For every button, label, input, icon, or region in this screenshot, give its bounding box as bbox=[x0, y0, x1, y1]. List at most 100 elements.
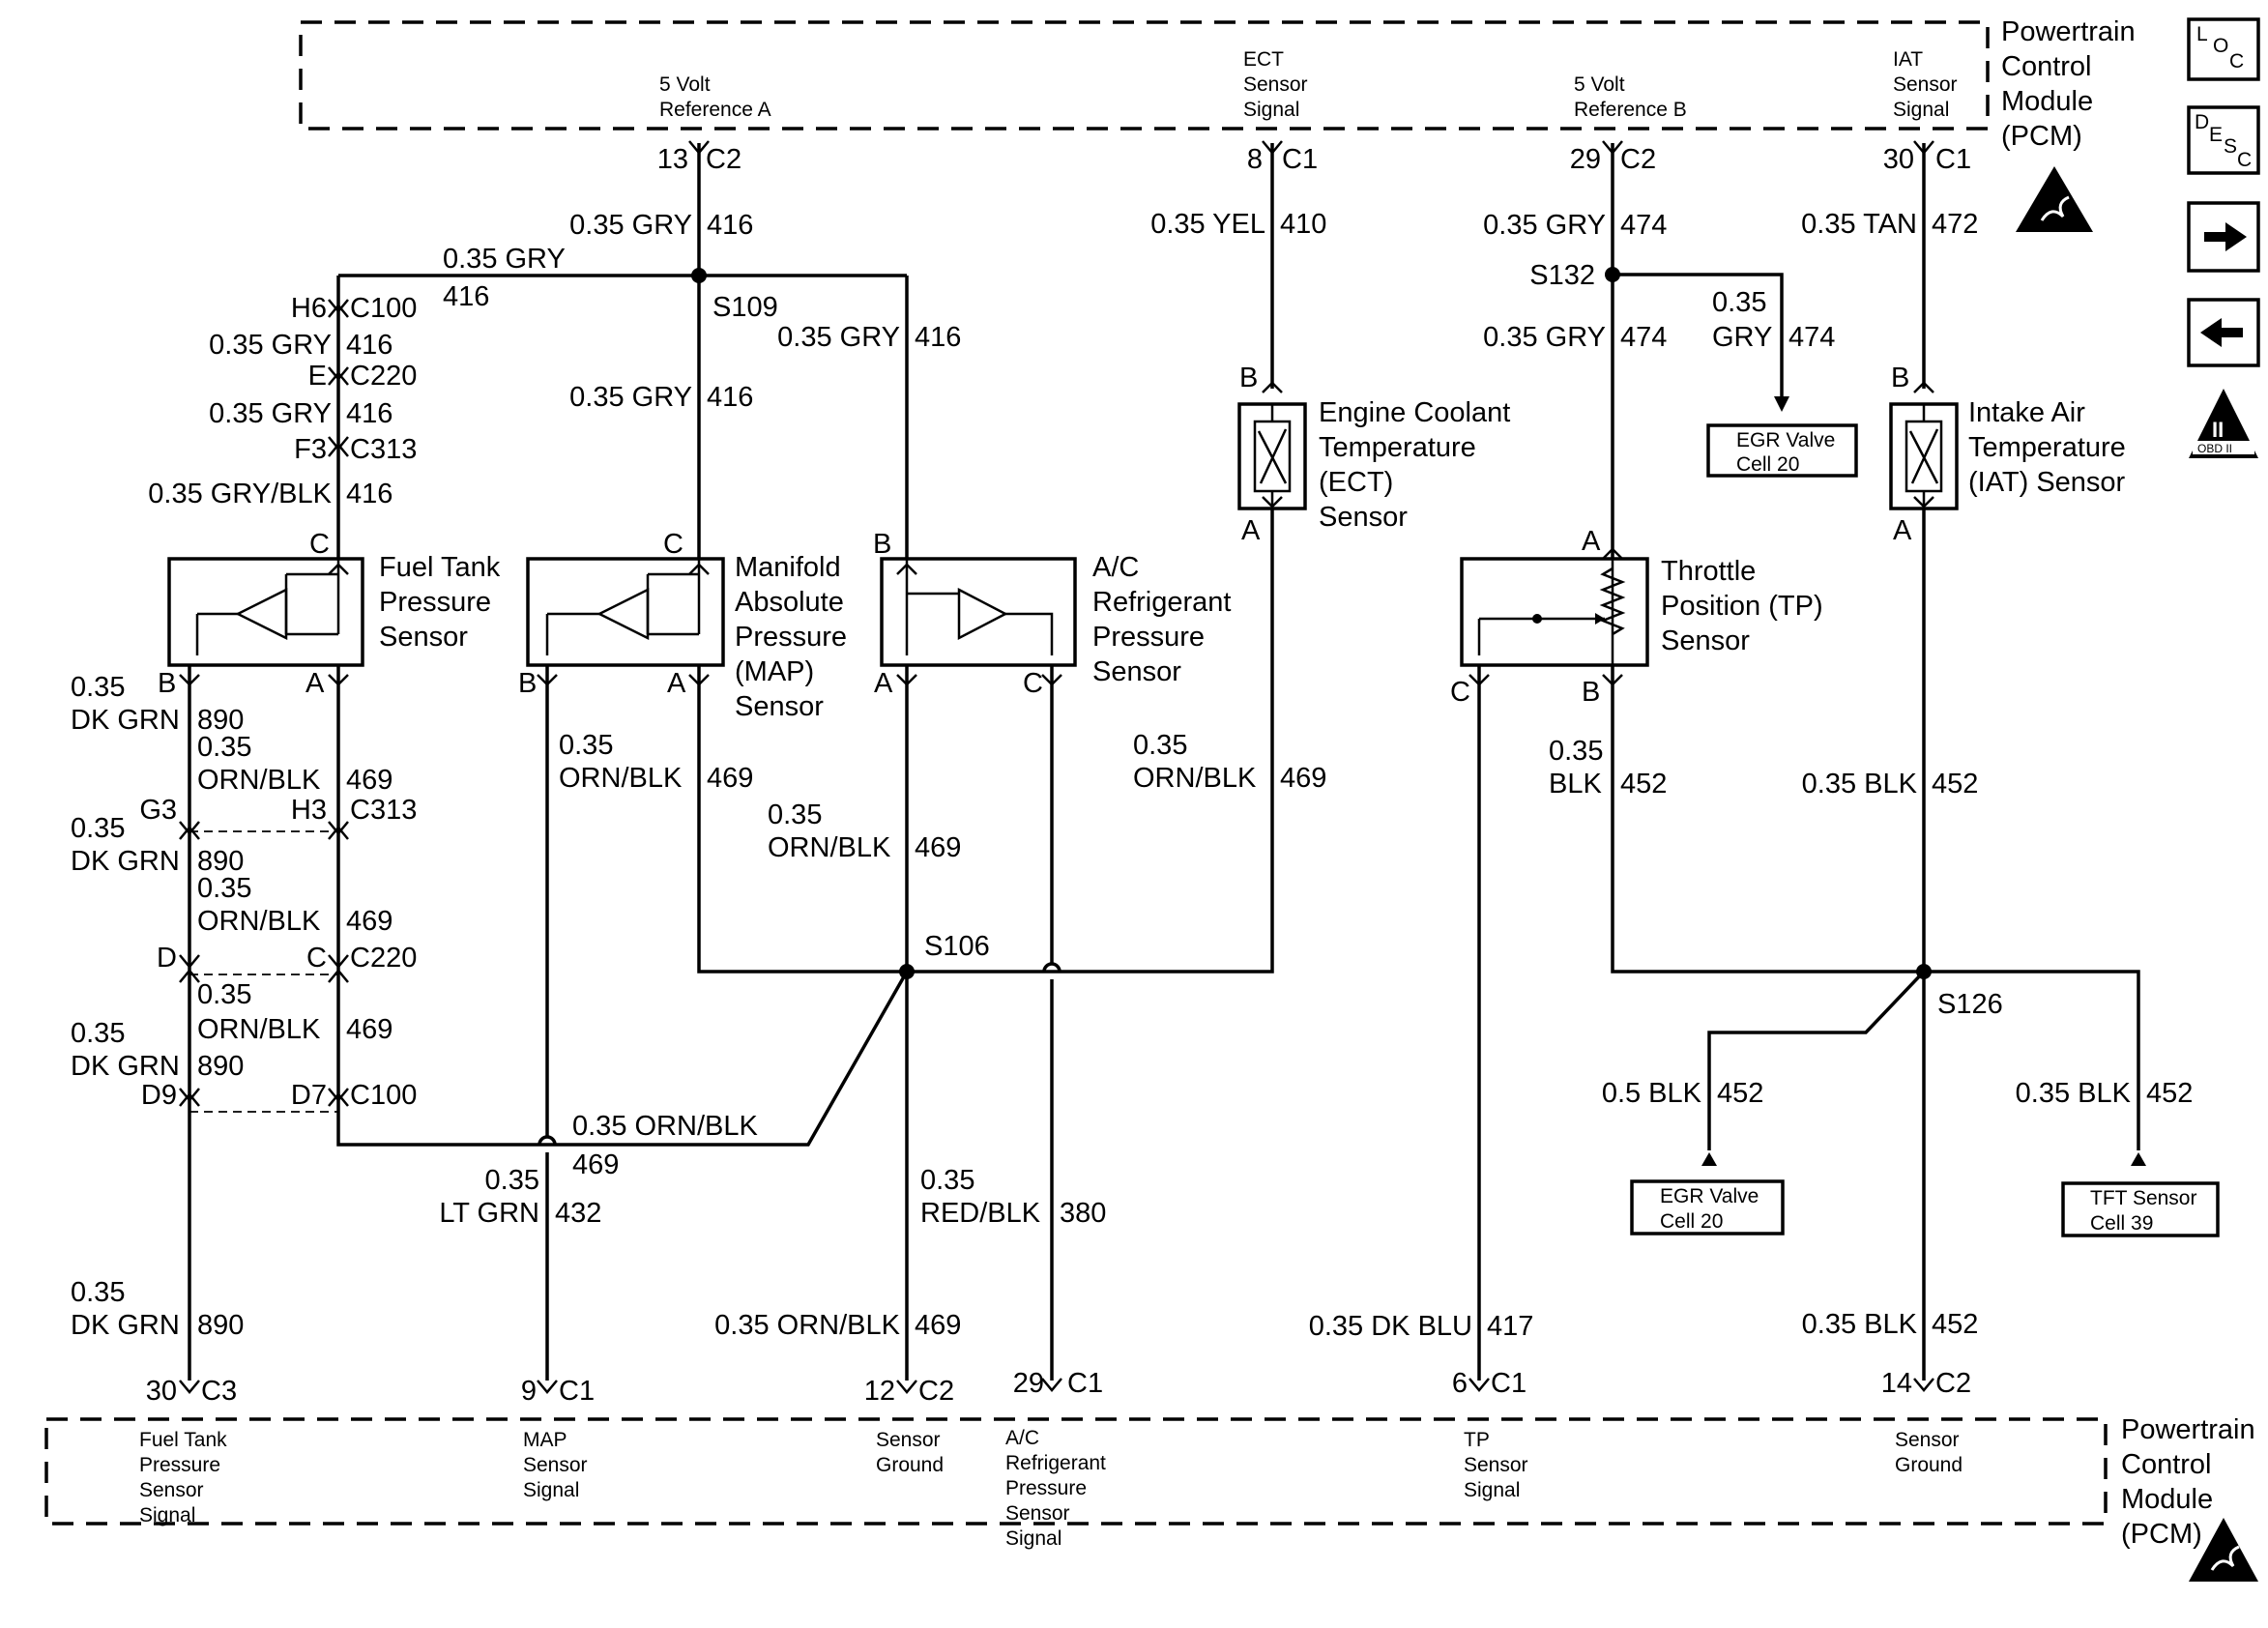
component-name: Pressure bbox=[1092, 622, 1205, 653]
pin-num: 12 bbox=[864, 1376, 895, 1407]
conn-id: C3 bbox=[201, 1376, 237, 1407]
svg-text:Cell 39: Cell 39 bbox=[2090, 1212, 2153, 1235]
wire-circuit: 469 bbox=[915, 1310, 961, 1341]
map-sensor: C Manifold Absolute Pressure (MAP) Senso… bbox=[518, 529, 847, 722]
wire-label: 0.35 bbox=[197, 732, 251, 763]
wire-label: 0.35 bbox=[1133, 730, 1187, 761]
wire-label: 0.35 ORN/BLK bbox=[572, 1111, 758, 1142]
conn-d9: D9 bbox=[141, 1080, 177, 1111]
pcm-bottom-pin-fuel-tank-signal: Fuel Tank Pressure Sensor Signal bbox=[139, 1429, 233, 1526]
pcm-bottom-pin-tp-signal: TP Sensor Signal bbox=[1464, 1429, 1533, 1501]
wire-circuit: 469 bbox=[346, 1014, 393, 1045]
pin-label: A bbox=[874, 668, 893, 699]
splice-s106-dot bbox=[899, 964, 915, 979]
component-name: Position (TP) bbox=[1661, 591, 1823, 622]
wire-label: ORN/BLK bbox=[1133, 763, 1257, 794]
pin-num: 29 bbox=[1013, 1368, 1044, 1399]
conn-h3: H3 bbox=[291, 795, 327, 826]
wire-label: 0.35 GRY bbox=[1483, 322, 1606, 353]
wire-label: 0.35 GRY bbox=[777, 322, 900, 353]
ref-egr-valve-bottom[interactable]: EGR Valve Cell 20 bbox=[1630, 1179, 1785, 1236]
wire-label: 0.35 bbox=[559, 730, 613, 761]
pin-label: B bbox=[1891, 363, 1909, 393]
wire-label: 0.35 bbox=[485, 1165, 539, 1196]
wire-label: 0.35 bbox=[71, 813, 125, 844]
loc-button[interactable]: L O C bbox=[2187, 17, 2260, 81]
component-name: Sensor bbox=[1319, 502, 1408, 533]
wire-circuit: 410 bbox=[1280, 209, 1326, 240]
pcm-bottom-module: 30 C3 9 C1 12 C2 29 C1 6 C1 14 C2 Fuel T… bbox=[44, 1368, 2258, 1582]
desc-button[interactable]: D E S C bbox=[2187, 105, 2260, 175]
wire-circuit: 417 bbox=[1487, 1311, 1533, 1342]
component-name: Absolute bbox=[735, 587, 844, 618]
conn-d7: D7 bbox=[291, 1080, 327, 1111]
wire-label: 0.35 GRY bbox=[569, 382, 692, 413]
conn-c: C bbox=[306, 943, 327, 974]
component-name: Engine Coolant bbox=[1319, 397, 1510, 428]
pcm-top-pin-iat-signal: IAT Sensor Signal bbox=[1893, 48, 1963, 121]
wire-circuit: 474 bbox=[1620, 322, 1667, 353]
wire-469-left bbox=[336, 665, 909, 1147]
esd-icon bbox=[2016, 166, 2093, 232]
prev-arrow-button[interactable] bbox=[2187, 298, 2260, 367]
pin-label: B bbox=[873, 529, 891, 560]
wire-label: 0.35 bbox=[197, 979, 251, 1010]
wire-label: ORN/BLK bbox=[197, 906, 321, 937]
component-name: A/C bbox=[1092, 552, 1139, 583]
wire-circuit: 469 bbox=[915, 832, 961, 863]
svg-text:II: II bbox=[2212, 418, 2224, 442]
pcm-bottom-pin-sensor-ground-b: Sensor Ground bbox=[1895, 1429, 1964, 1476]
wire-circuit: 380 bbox=[1060, 1198, 1106, 1229]
conn-c220: C220 bbox=[350, 361, 417, 392]
next-arrow-button[interactable] bbox=[2187, 201, 2260, 273]
connector-arrow bbox=[1602, 140, 1623, 155]
wire-circuit: 452 bbox=[1932, 1309, 1978, 1340]
ect-sensor: B A Engine Coolant Temperature (ECT) Sen… bbox=[1237, 363, 1510, 546]
conn-id: C2 bbox=[706, 144, 741, 175]
wire-label: DK GRN bbox=[71, 1051, 180, 1082]
wire-label: 0.35 GRY bbox=[569, 210, 692, 241]
component-name: Sensor bbox=[1661, 625, 1750, 656]
conn-id: C1 bbox=[559, 1376, 595, 1407]
conn-id: C2 bbox=[1620, 144, 1656, 175]
wire-469-ground-bus bbox=[697, 509, 1274, 974]
wire-label: 0.35 bbox=[71, 1018, 125, 1049]
ref-egr-valve-top[interactable]: EGR Valve Cell 20 bbox=[1706, 423, 1858, 478]
connector-arrow bbox=[328, 371, 349, 386]
wire-circuit: 890 bbox=[197, 1310, 244, 1341]
conn-id: C2 bbox=[918, 1376, 954, 1407]
ac-refrigerant-pressure-sensor: B A/C Refrigerant Pressure Sensor A C bbox=[873, 529, 1231, 699]
wire-circuit: 472 bbox=[1932, 209, 1978, 240]
wire-label: 0.35 GRY bbox=[443, 244, 566, 275]
pcm-top-module: Powertrain Control Module (PCM) 5 Volt R… bbox=[299, 16, 2136, 232]
wire-label: DK GRN bbox=[71, 705, 180, 736]
wire-label: 0.35 YEL bbox=[1150, 209, 1265, 240]
conn-c100: C100 bbox=[350, 1080, 417, 1111]
svg-text:C: C bbox=[2229, 50, 2244, 73]
wire-label: DK GRN bbox=[71, 1310, 180, 1341]
splice-s106-label: S106 bbox=[924, 931, 990, 962]
component-name: Sensor bbox=[735, 691, 824, 722]
wire-label: 0.5 BLK bbox=[1602, 1078, 1702, 1109]
svg-text:TFT Sensor: TFT Sensor bbox=[2090, 1187, 2196, 1209]
component-name: Pressure bbox=[735, 622, 847, 653]
obd-ii-icon: II OBD II bbox=[2189, 389, 2258, 458]
connector-arrow bbox=[328, 436, 349, 451]
wire-circuit: 432 bbox=[555, 1198, 601, 1229]
connector-arrow bbox=[328, 299, 349, 313]
component-name: Refrigerant bbox=[1092, 587, 1231, 618]
wire-label: ORN/BLK bbox=[197, 765, 321, 796]
component-name: Temperature bbox=[1968, 432, 2126, 463]
component-name: Throttle bbox=[1661, 556, 1756, 587]
wire-circuit: 469 bbox=[346, 765, 393, 796]
wire-label: ORN/BLK bbox=[559, 763, 683, 794]
wire-circuit: 416 bbox=[707, 382, 753, 413]
ref-tft-sensor[interactable]: TFT Sensor Cell 39 bbox=[2061, 1181, 2220, 1237]
splice-s126-label: S126 bbox=[1937, 989, 2003, 1020]
wire-label: 0.35 DK BLU bbox=[1309, 1311, 1472, 1342]
component-name: Pressure bbox=[379, 587, 491, 618]
wire-circuit: 890 bbox=[197, 705, 244, 736]
wire-circuit: 452 bbox=[1717, 1078, 1763, 1109]
esd-icon bbox=[2189, 1518, 2258, 1582]
